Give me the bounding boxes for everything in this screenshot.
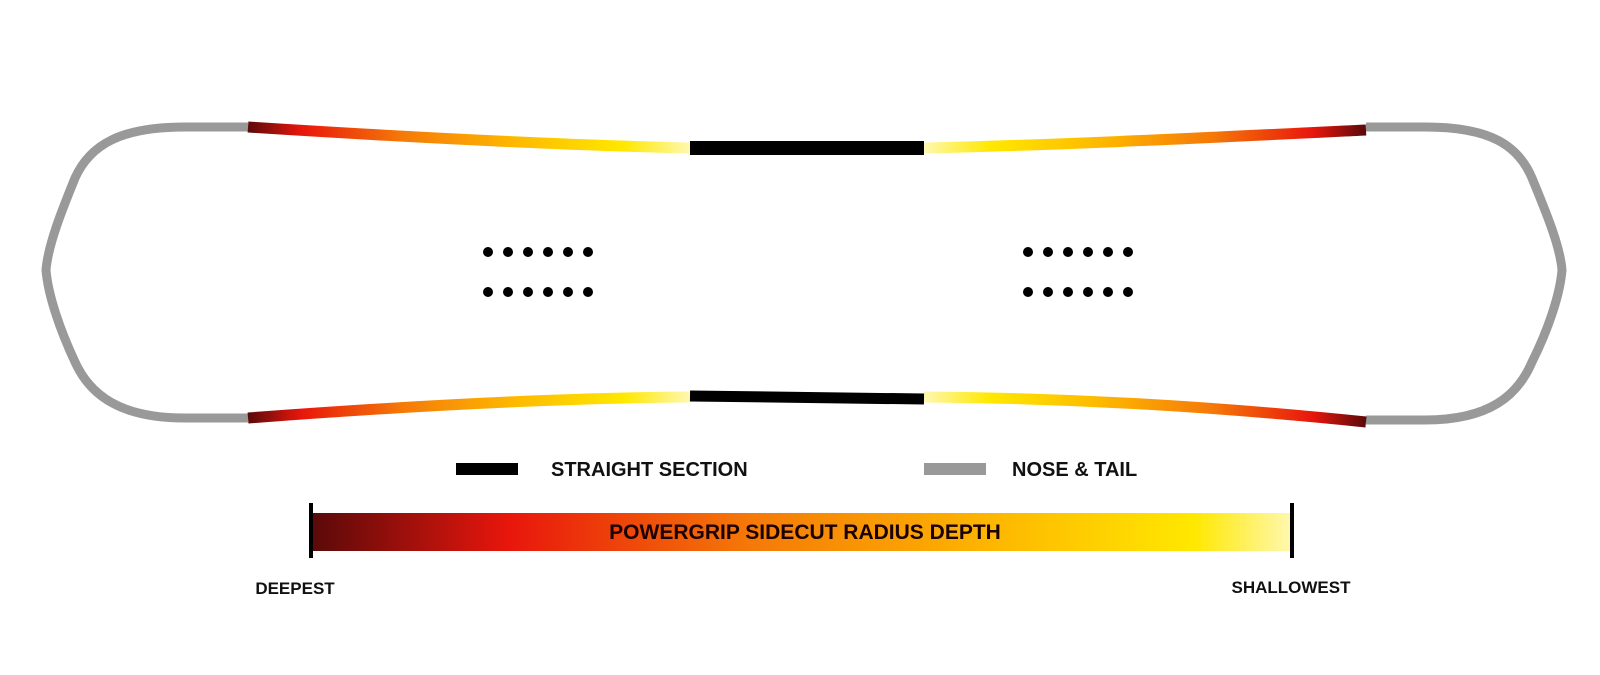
insert-hole: [503, 287, 513, 297]
depth-scale: POWERGRIP SIDECUT RADIUS DEPTH DEEPEST S…: [255, 503, 1351, 598]
insert-hole: [563, 287, 573, 297]
insert-hole: [1083, 287, 1093, 297]
straight-legend-swatch: [456, 463, 518, 475]
snowboard-outline: [41, 121, 1567, 428]
straight-legend-label: STRAIGHT SECTION: [551, 459, 748, 481]
insert-hole: [543, 287, 553, 297]
nose-tail-legend-swatch: [924, 463, 986, 475]
insert-hole: [1023, 287, 1033, 297]
insert-hole: [543, 247, 553, 257]
insert-hole: [583, 247, 593, 257]
nose-tail-legend-label: NOSE & TAIL: [1012, 459, 1137, 481]
straight-section-bottom: [689, 390, 925, 405]
insert-hole: [1123, 247, 1133, 257]
insert-hole: [1103, 287, 1113, 297]
insert-hole: [1083, 247, 1093, 257]
deepest-tick: [309, 503, 313, 558]
insert-hole: [483, 287, 493, 297]
sidecut-bottom-right: [923, 391, 1367, 428]
shallowest-label: SHALLOWEST: [1232, 578, 1352, 597]
nose-tip: [41, 122, 248, 423]
insert-hole: [1043, 287, 1053, 297]
insert-hole: [503, 247, 513, 257]
sidecut-top-left: [247, 121, 691, 154]
sidecut-bottom-left: [247, 391, 691, 424]
insert-hole: [563, 247, 573, 257]
insert-hole: [1063, 247, 1073, 257]
insert-hole: [483, 247, 493, 257]
insert-hole: [523, 287, 533, 297]
tail-tip: [1366, 122, 1567, 425]
insert-hole: [583, 287, 593, 297]
insert-hole: [523, 247, 533, 257]
shallowest-tick: [1290, 503, 1294, 558]
insert-hole: [1103, 247, 1113, 257]
sidecut-top-right: [923, 124, 1367, 154]
insert-hole: [1043, 247, 1053, 257]
insert-hole: [1123, 287, 1133, 297]
deepest-label: DEEPEST: [255, 579, 335, 598]
insert-hole: [1023, 247, 1033, 257]
legend: STRAIGHT SECTION NOSE & TAIL: [456, 459, 1137, 481]
scale-title: POWERGRIP SIDECUT RADIUS DEPTH: [609, 521, 1001, 544]
insert-hole: [1063, 287, 1073, 297]
depth-gradient-bar: [312, 513, 1292, 551]
binding-inserts: [483, 247, 1133, 297]
